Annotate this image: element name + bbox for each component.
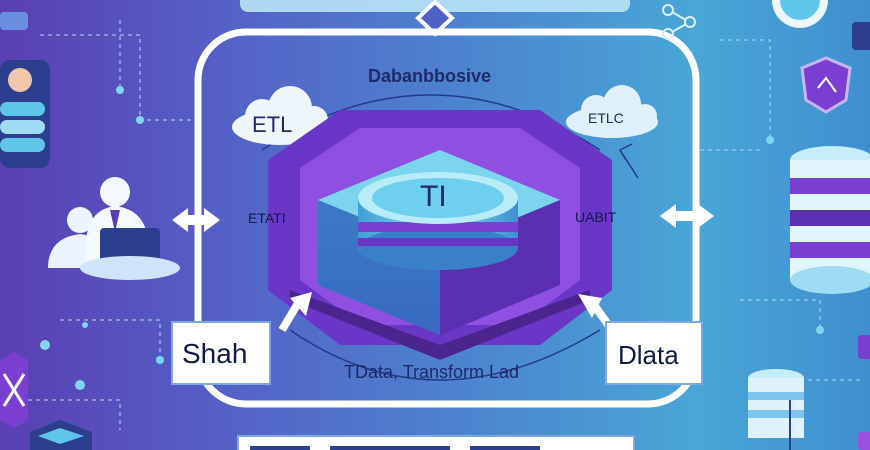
- circuit-nodes: [40, 86, 824, 390]
- cloud-left-label: ETL: [252, 112, 293, 137]
- user-database-icon: [0, 60, 50, 168]
- people-icon: [48, 177, 180, 280]
- arc-title: Dabanbbosive: [368, 66, 492, 86]
- cloud-right-icon: [566, 85, 658, 138]
- right-card: [852, 22, 870, 50]
- shield-icon: [800, 56, 852, 114]
- box-right: [605, 321, 703, 385]
- right-edge-bar: [858, 335, 870, 359]
- cube-icon: [30, 420, 92, 450]
- arrow-left-icon: [278, 292, 312, 333]
- bottom-arc-label: TData, Transform Lad: [344, 362, 520, 382]
- cylinder-label: TI: [420, 180, 447, 213]
- side-left-label: ETATI: [248, 210, 286, 226]
- crossed-hex-icon: [0, 352, 28, 428]
- circuit-lines: [20, 20, 860, 430]
- box-right-label: Dlata: [618, 340, 679, 370]
- database-small-icon: [748, 369, 804, 450]
- network-icon: [662, 4, 696, 40]
- database-cylinder-icon: [358, 172, 518, 270]
- double-arrow-right-icon: [660, 204, 714, 228]
- cloud-right-label: ETLC: [588, 110, 624, 126]
- top-left-bar: [0, 12, 28, 30]
- server-stack-icon: [790, 146, 870, 294]
- box-left-label: Shah: [182, 338, 248, 369]
- side-right-label: UABIT: [575, 209, 617, 225]
- box-left: [171, 321, 271, 385]
- inner-arc-bottom: [289, 329, 601, 381]
- double-arrow-left-icon: [172, 208, 220, 232]
